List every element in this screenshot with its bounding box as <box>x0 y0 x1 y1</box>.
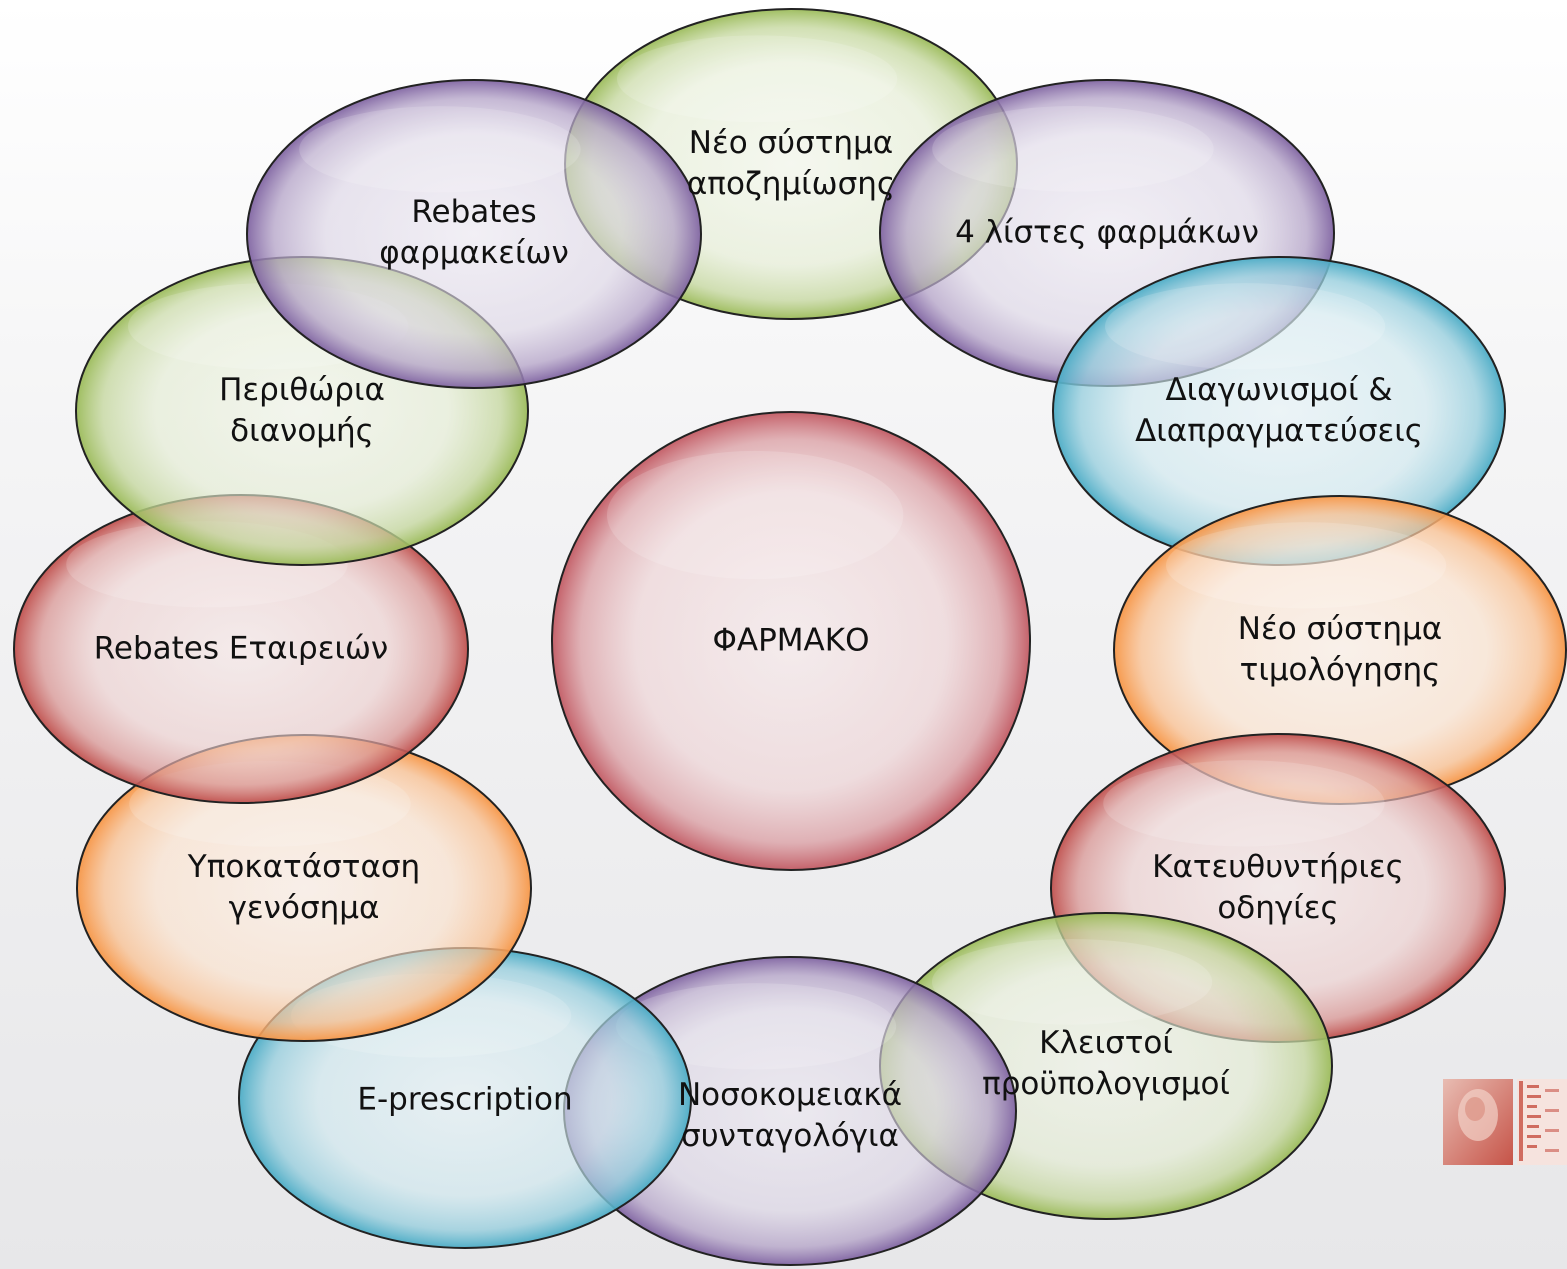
ellipse-rebates-etaireion <box>13 494 469 804</box>
ellipse-nosokomeiaka-syntagologia <box>563 956 1017 1266</box>
center-circle <box>551 411 1031 871</box>
ellipse-neo-systima-timologisis <box>1113 495 1567 805</box>
ellipse-diagonismoi-diapragmateuseis <box>1052 256 1506 566</box>
university-logo <box>1443 1075 1567 1168</box>
ellipse-rebates-farmakeion <box>246 79 702 389</box>
